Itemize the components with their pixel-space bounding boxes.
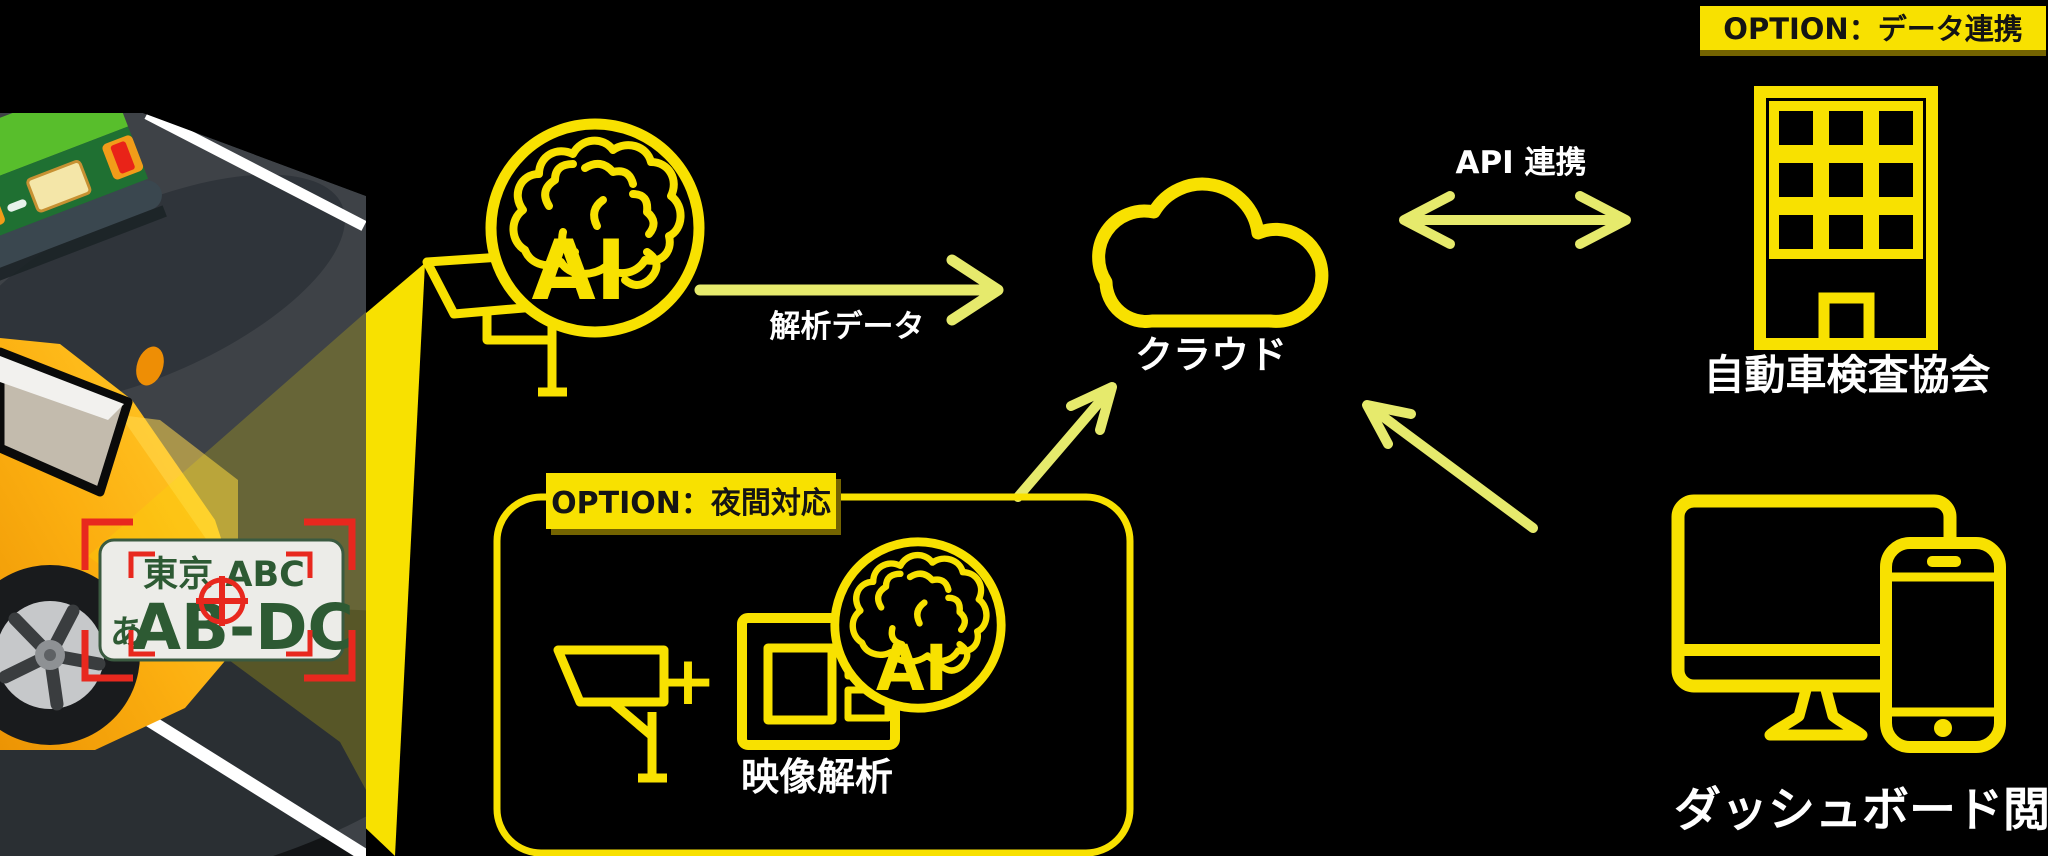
- green-car-plate: [26, 160, 92, 213]
- api-link-label: API 連携: [1455, 145, 1586, 181]
- phone-speaker: [1927, 556, 1961, 567]
- analysis-arrow-label: 解析データ: [770, 309, 925, 345]
- tail-light-right-inner: [110, 141, 135, 174]
- option-data-link-label: OPTION：データ連携: [1723, 12, 2022, 46]
- plate-kana-text: あ: [110, 613, 144, 653]
- vehicle-photo: 東京 ABC あ AB-DC: [0, 113, 366, 856]
- ai-badge-label: AI: [531, 222, 626, 319]
- inspection-org-label: 自動車検査協会: [1704, 351, 1991, 399]
- option-data-link-bg: [1700, 6, 2046, 50]
- detection-brackets-inner: [128, 551, 313, 657]
- analysis-arrow: [694, 254, 1004, 326]
- taxi-mirror: [136, 346, 164, 386]
- video-analysis-label: 映像解析: [741, 755, 893, 799]
- green-car-trunk: [0, 113, 129, 195]
- green-car-underside: [0, 205, 167, 287]
- crosshair-icon: [196, 576, 248, 626]
- green-car-handle: [7, 199, 27, 212]
- detection-brackets-outer: [81, 518, 356, 682]
- option-data-link-badge: OPTION：データ連携: [1700, 6, 2046, 56]
- taxi-wheel: [0, 565, 140, 745]
- license-plate-detection: 東京 ABC あ AB-DC: [81, 518, 356, 682]
- arrow-dashboard-to-cloud: [1362, 400, 1538, 533]
- building-icon: [1754, 86, 1938, 350]
- phone-home-button: [1934, 719, 1952, 737]
- windshield-shine: [0, 356, 124, 420]
- green-car-bumper: [0, 180, 162, 274]
- plus-icon: +: [660, 642, 717, 721]
- dashboard-devices: [1671, 494, 2006, 753]
- smartphone-icon: [1880, 537, 2006, 753]
- green-car: [0, 113, 167, 287]
- night-option-label: OPTION：夜間対応: [551, 486, 831, 521]
- cloud-icon: [1092, 177, 1329, 328]
- lane-line-top: [144, 113, 366, 231]
- cctv-camera-small-icon: [553, 645, 669, 783]
- arrow-box-to-cloud: [1013, 382, 1117, 502]
- night-option-bg: [546, 473, 836, 529]
- dashboard-label: ダッシュボード閲覧: [1674, 783, 2048, 838]
- ai-badge-small-label: AI: [876, 632, 948, 705]
- building-door: [1818, 292, 1875, 344]
- cloud-label: クラウド: [1135, 333, 1287, 377]
- night-option-badge: OPTION：夜間対応: [546, 473, 841, 535]
- api-double-arrow: [1399, 191, 1631, 249]
